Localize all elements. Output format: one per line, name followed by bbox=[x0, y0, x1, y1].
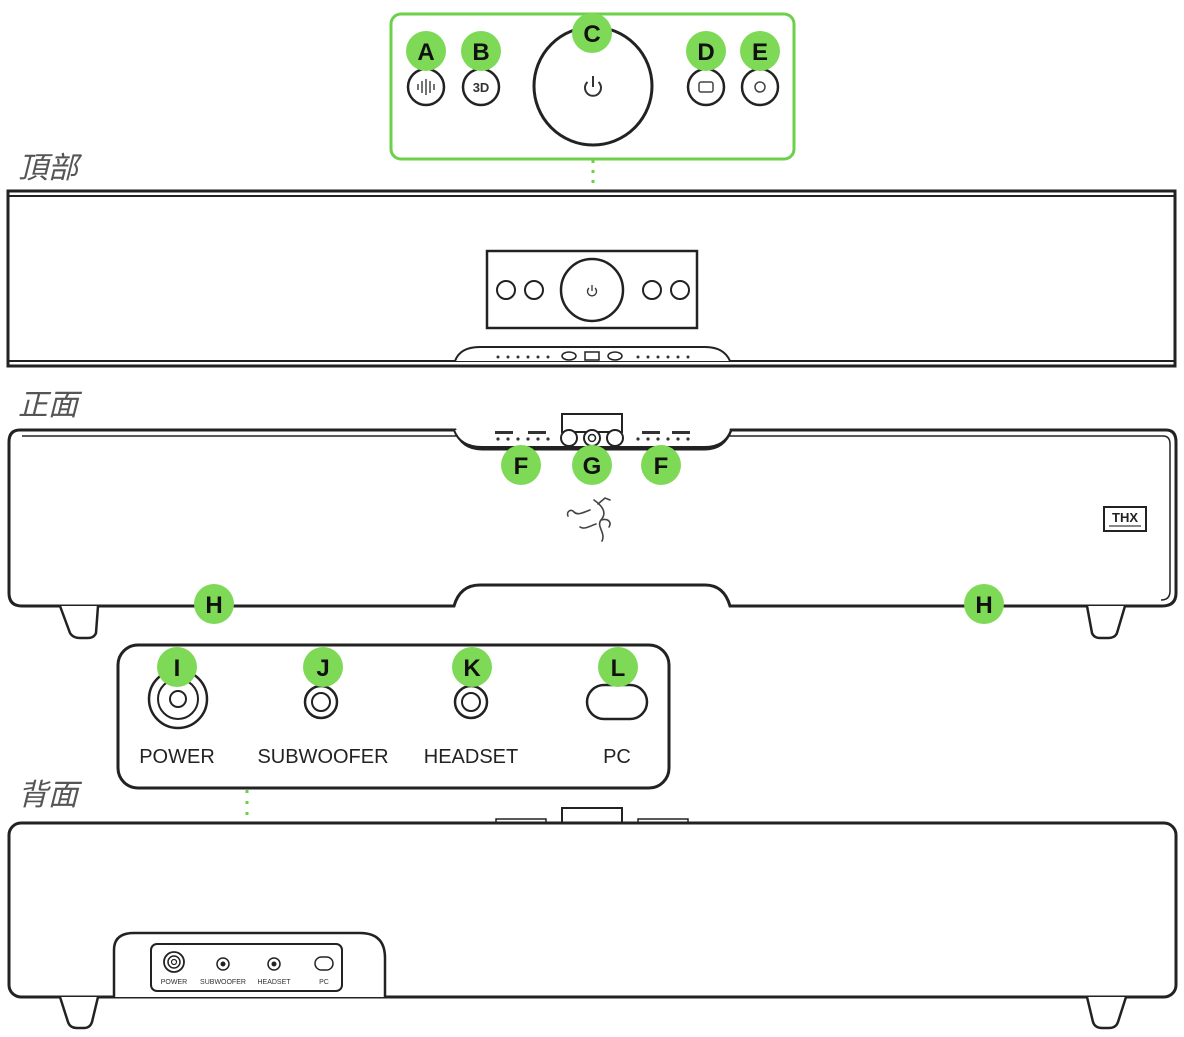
svg-text:A: A bbox=[417, 39, 434, 66]
power-icon-small bbox=[586, 285, 598, 297]
svg-text:D: D bbox=[697, 39, 714, 66]
power-port-label: POWER bbox=[139, 746, 215, 768]
thx-logo-text: THX bbox=[1112, 510, 1138, 525]
marker-j: J bbox=[303, 647, 343, 687]
marker-f-right: F bbox=[641, 445, 681, 485]
subwoofer-port-tiny-label: SUBWOOFER bbox=[200, 979, 246, 986]
input-source-icon bbox=[698, 81, 714, 93]
sound-mode-button[interactable] bbox=[406, 67, 446, 107]
thx-logo-underline bbox=[1109, 525, 1141, 527]
subwoofer-port bbox=[303, 684, 339, 720]
headset-port-label: HEADSET bbox=[423, 746, 519, 768]
front-right-foot bbox=[1085, 605, 1127, 640]
bluetooth-button[interactable] bbox=[740, 67, 780, 107]
marker-l: L bbox=[598, 647, 638, 687]
power-button[interactable] bbox=[532, 25, 654, 147]
svg-text:F: F bbox=[654, 453, 669, 480]
marker-h-left: H bbox=[194, 584, 234, 624]
svg-text:H: H bbox=[975, 592, 992, 619]
power-port-tiny-label: POWER bbox=[160, 979, 188, 986]
back-right-foot bbox=[1085, 996, 1128, 1030]
razer-logo-icon bbox=[566, 497, 611, 542]
3d-button-label: 3D bbox=[473, 80, 490, 95]
back-view-soundbar bbox=[7, 807, 1178, 1030]
back-port-panel bbox=[150, 943, 343, 992]
headset-port-tiny-label: HEADSET bbox=[257, 979, 291, 986]
svg-text:L: L bbox=[611, 655, 626, 682]
power-port bbox=[147, 668, 209, 730]
svg-text:F: F bbox=[514, 453, 529, 480]
marker-a: A bbox=[406, 31, 446, 71]
pc-port-tiny-label: PC bbox=[319, 979, 329, 986]
svg-text:J: J bbox=[316, 655, 329, 682]
top-view-soundbar bbox=[6, 189, 1177, 368]
pc-port bbox=[585, 683, 649, 721]
svg-text:G: G bbox=[583, 453, 602, 480]
marker-d: D bbox=[686, 31, 726, 71]
power-icon bbox=[584, 76, 602, 97]
marker-g: G bbox=[572, 445, 612, 485]
front-view-soundbar bbox=[7, 413, 1178, 640]
subwoofer-port-label: SUBWOOFER bbox=[257, 746, 389, 768]
headset-port bbox=[453, 684, 489, 720]
svg-text:K: K bbox=[463, 655, 481, 682]
section-label-back: 背面 bbox=[18, 778, 78, 813]
callout-markers: A B C D E F G F H H I J K L bbox=[157, 13, 1004, 687]
marker-e: E bbox=[740, 31, 780, 71]
svg-text:E: E bbox=[752, 39, 768, 66]
thx-logo: THX bbox=[1103, 506, 1147, 532]
back-left-foot bbox=[58, 996, 100, 1030]
marker-f-left: F bbox=[501, 445, 541, 485]
marker-i: I bbox=[157, 647, 197, 687]
marker-k: K bbox=[452, 647, 492, 687]
input-source-button[interactable] bbox=[686, 67, 726, 107]
marker-c: C bbox=[572, 13, 612, 53]
marker-b: B bbox=[461, 31, 501, 71]
svg-text:I: I bbox=[174, 655, 181, 682]
pc-port-label: PC bbox=[603, 746, 631, 768]
svg-text:C: C bbox=[583, 21, 600, 48]
marker-h-right: H bbox=[964, 584, 1004, 624]
3d-button[interactable]: 3D bbox=[461, 67, 501, 107]
svg-text:B: B bbox=[472, 39, 489, 66]
sound-mode-icon bbox=[417, 79, 435, 95]
front-left-foot bbox=[58, 605, 100, 640]
svg-text:H: H bbox=[205, 592, 222, 619]
back-callout bbox=[116, 643, 671, 940]
bluetooth-icon bbox=[754, 81, 766, 93]
section-label-front: 正面 bbox=[18, 388, 78, 423]
section-label-top: 頂部 bbox=[18, 151, 78, 186]
